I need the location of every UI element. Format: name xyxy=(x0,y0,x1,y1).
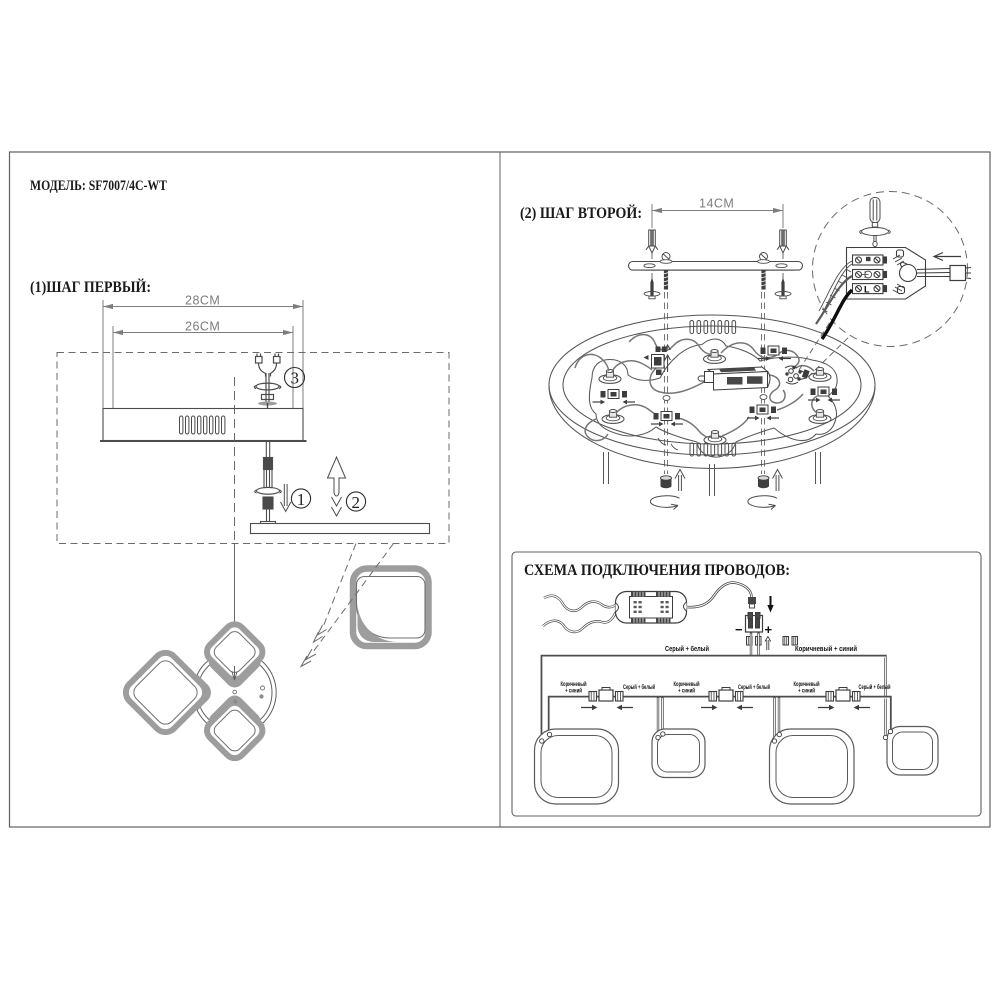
svg-text:+ синий: + синий xyxy=(678,687,695,695)
svg-text:Коричневый: Коричневый xyxy=(794,680,820,688)
svg-text:3: 3 xyxy=(291,369,300,388)
svg-text:Коричневый: Коричневый xyxy=(674,680,700,688)
svg-text:26CM: 26CM xyxy=(185,320,220,334)
svg-text:14CM: 14CM xyxy=(699,197,734,211)
svg-text:Серый + белый: Серый + белый xyxy=(859,683,891,691)
svg-text:Коричневый: Коричневый xyxy=(561,680,587,688)
svg-text:МОДЕЛЬ: SF7007/4C-WT: МОДЕЛЬ: SF7007/4C-WT xyxy=(30,178,167,194)
svg-text:+: + xyxy=(765,622,773,637)
svg-text:Серый + белый: Серый + белый xyxy=(623,683,655,691)
svg-text:Серый + белый: Серый + белый xyxy=(738,683,770,691)
svg-text:Серый + белый: Серый + белый xyxy=(665,644,709,653)
svg-text:Коричневый + синий: Коричневый + синий xyxy=(795,644,857,653)
svg-text:СХЕМА ПОДКЛЮЧЕНИЯ ПРОВОДОВ:: СХЕМА ПОДКЛЮЧЕНИЯ ПРОВОДОВ: xyxy=(524,562,790,579)
svg-text:2: 2 xyxy=(352,493,361,512)
svg-text:1: 1 xyxy=(297,490,306,509)
svg-text:+ синий: + синий xyxy=(798,687,815,695)
svg-text:+ синий: + синий xyxy=(565,687,582,695)
svg-text:(2) ШАГ ВТОРОЙ:: (2) ШАГ ВТОРОЙ: xyxy=(520,205,642,222)
svg-text:−: − xyxy=(735,622,743,637)
svg-text:L: L xyxy=(864,285,870,295)
svg-text:28CM: 28CM xyxy=(185,294,220,308)
svg-text:(1)ШАГ ПЕРВЫЙ:: (1)ШАГ ПЕРВЫЙ: xyxy=(30,279,151,296)
